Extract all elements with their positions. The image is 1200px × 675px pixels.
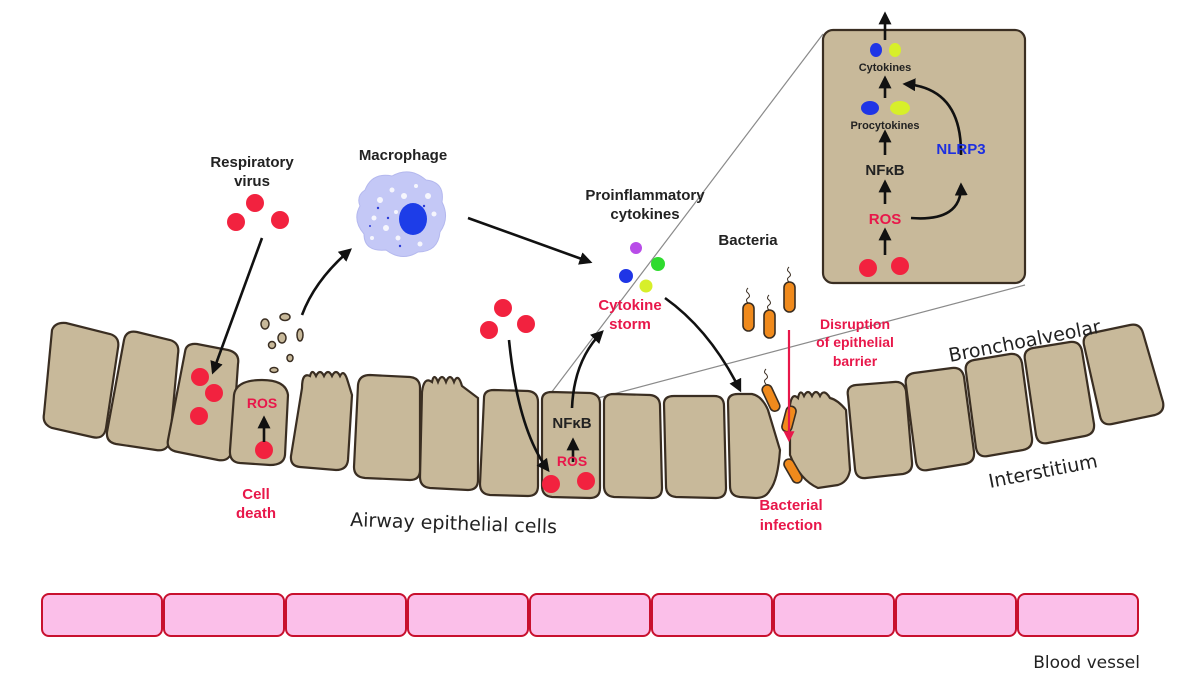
cytokine-yellow — [639, 279, 653, 293]
virus-particle — [191, 368, 209, 386]
label-disruption-3: barrier — [833, 353, 878, 369]
virus-particle — [271, 211, 289, 229]
label-cell-death-1: Cell — [242, 486, 270, 503]
virus-particle — [577, 472, 595, 490]
bacterium — [742, 302, 755, 332]
label-bacterial-infection-1: Bacterial — [759, 497, 822, 514]
inset-label-nlrp3: NLRP3 — [936, 141, 985, 158]
label-proinflammatory-1: Proinflammatory — [585, 187, 705, 204]
second-virus-group — [480, 299, 595, 493]
epithelial-cell — [478, 388, 540, 498]
label-bacteria: Bacteria — [718, 232, 778, 249]
inset-cytokine-yellow — [889, 43, 901, 57]
respiratory-virus-group — [227, 194, 289, 231]
epithelial-cell — [602, 392, 664, 500]
virus-particle — [517, 315, 535, 333]
bacterium — [783, 458, 803, 484]
bacterium — [763, 309, 776, 339]
inset-cytokine-blue — [870, 43, 882, 57]
inset-zoom-line-left — [547, 33, 824, 398]
label-bacterial-infection-2: infection — [760, 517, 823, 534]
inset-box — [821, 11, 1027, 285]
label-cytokine-storm-2: storm — [609, 316, 651, 333]
virus-particle — [190, 407, 208, 425]
cytokine-particles — [619, 242, 665, 293]
arrow-macrophage-to-cytokines — [467, 216, 593, 265]
epithelial-cell — [1023, 340, 1096, 445]
inset-arrow-nlrp3-cytokines — [902, 78, 963, 156]
inset-label-cytokines: Cytokines — [859, 62, 912, 74]
epithelial-cell — [1082, 323, 1165, 426]
inset-label-nfkb: NFκB — [865, 162, 904, 179]
airway-epithelium — [42, 321, 1165, 500]
epithelial-cell — [42, 321, 120, 439]
label-cytokine-storm-1: Cytokine — [598, 297, 661, 314]
epithelial-cell — [964, 352, 1034, 458]
cytokine-green — [651, 257, 665, 271]
inset-procytokine-blue — [861, 101, 879, 115]
cytokine-blue — [619, 269, 633, 283]
inset-zoom-line-right — [597, 284, 1026, 399]
epithelial-cell-ciliated — [788, 390, 852, 490]
arrow-storm-to-barrier — [664, 296, 742, 393]
label-disruption-2: of epithelial — [816, 334, 894, 350]
label-cell-death-2: death — [236, 505, 276, 522]
macrophage-nucleus — [399, 203, 427, 235]
cytokine-purple — [630, 242, 642, 254]
inset-arrow-ros-nlrp3 — [910, 182, 968, 220]
virus-particle — [227, 213, 245, 231]
epithelial-cell — [904, 366, 976, 472]
epithelial-cell-ciliated — [289, 370, 354, 472]
virus-particle — [205, 384, 223, 402]
label-airway-epithelial-cells: Airway epithelial cells — [350, 509, 558, 538]
virus-particle — [494, 299, 512, 317]
epithelial-cell — [662, 394, 728, 500]
arrow-virus-to-nfkb-cell — [507, 339, 550, 473]
epithelial-cell — [352, 373, 422, 482]
inset-virus — [859, 259, 877, 277]
inset-label-ros: ROS — [869, 211, 902, 228]
label-proinflammatory-2: cytokines — [610, 206, 679, 223]
label-ros-dying-cell: ROS — [247, 395, 277, 411]
label-macrophage: Macrophage — [359, 147, 447, 164]
label-blood-vessel: Blood vessel — [1033, 653, 1140, 673]
virus-particle — [246, 194, 264, 212]
bacteria-group — [742, 266, 803, 484]
virus-particle — [480, 321, 498, 339]
infected-cell-viruses — [190, 368, 273, 459]
inset-procytokine-yellow — [890, 101, 910, 115]
macrophage — [356, 171, 446, 257]
epithelial-cell — [846, 380, 914, 480]
inset-label-procytokines: Procytokines — [850, 120, 919, 132]
epithelial-cell-ciliated — [418, 375, 480, 492]
bacterium — [761, 384, 781, 412]
bacterium — [783, 281, 796, 313]
label-respiratory-virus-2: virus — [234, 173, 270, 190]
label-ros-nfkb-cell: ROS — [557, 453, 587, 469]
virus-particle — [542, 475, 560, 493]
label-interstitium: Interstitium — [987, 450, 1100, 493]
arrow-nfkb-to-storm — [570, 330, 604, 409]
label-nfkb-cell: NFκB — [552, 415, 591, 432]
inset-virus — [891, 257, 909, 275]
blood-vessel — [41, 593, 1139, 637]
epithelial-cell-disrupted — [726, 392, 782, 500]
arrow-debris-to-macrophage — [300, 248, 352, 316]
virus-particle — [255, 441, 273, 459]
label-respiratory-virus-1: Respiratory — [210, 154, 294, 171]
label-disruption-1: Disruption — [820, 316, 890, 332]
cell-debris — [260, 312, 304, 374]
arrow-virus-to-cell — [210, 237, 264, 375]
